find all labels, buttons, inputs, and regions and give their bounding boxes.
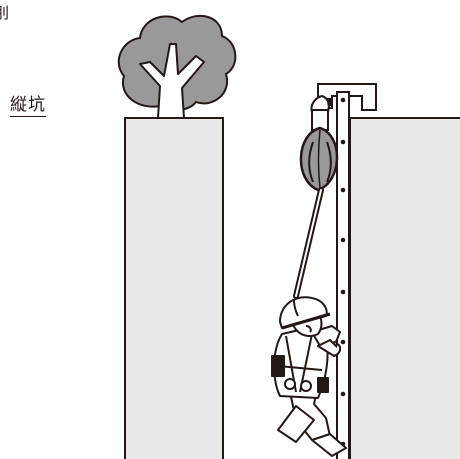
worker-icon (271, 296, 347, 457)
tree-icon (117, 14, 237, 119)
left-shaft-wall (124, 117, 224, 459)
ladder-icon (336, 91, 350, 459)
partial-caption: 刖 (0, 4, 10, 22)
self-retracting-lifeline-icon (299, 94, 339, 192)
right-shaft-wall (349, 117, 460, 459)
shaft-label: 縦坑 (10, 95, 46, 117)
